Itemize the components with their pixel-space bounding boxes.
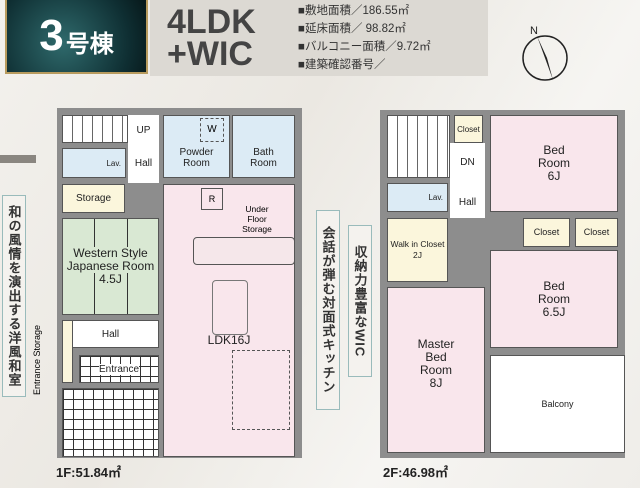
- lav-2f-label: Lav.: [428, 193, 443, 202]
- bath-label: Bath Room: [250, 147, 277, 169]
- spec-floor-area: ■延床面積／ 98.82㎡: [298, 23, 406, 35]
- washer-space: W: [200, 118, 224, 142]
- wic-size: 2J: [413, 250, 422, 260]
- kitchen-counter: [193, 237, 295, 265]
- entrance-storage-label: Entrance Storage: [32, 324, 42, 395]
- building-number: 3: [39, 11, 64, 60]
- hall-top-1f: UP Hall: [128, 115, 159, 183]
- dn-label: DN: [460, 157, 475, 168]
- callout-wic: 収納力豊富なWIC: [348, 225, 372, 377]
- stairs-1f: [62, 115, 128, 143]
- floor1-area: 1F:51.84㎡: [56, 465, 122, 480]
- wic-label: Walk in Closet: [390, 239, 445, 249]
- refrigerator: R: [201, 188, 223, 210]
- powder-label: Powder Room: [179, 147, 214, 169]
- dining-table: [212, 280, 248, 335]
- layout-line2: +WIC: [167, 35, 253, 73]
- divider: [0, 155, 36, 163]
- stairs-2f: [387, 115, 450, 178]
- toilet-1f: Lav.: [62, 148, 126, 178]
- storage-1f: Storage: [62, 184, 125, 213]
- underfloor-storage: Under Floor Storage: [242, 204, 272, 234]
- floor2-area: 2F:46.98㎡: [383, 465, 449, 480]
- spec-permit-number: ■建築確認番号／: [298, 59, 386, 71]
- layout-type: 4LDK +WIC: [167, 3, 256, 73]
- spec-balcony-area: ■バルコニー面積／9.72㎡: [298, 41, 431, 53]
- building-badge: 3 号棟: [5, 0, 148, 74]
- specs: ■敷地面積／186.55㎡ ■延床面積／ 98.82㎡ ■バルコニー面積／9.7…: [298, 2, 431, 74]
- entrance: Entrance: [79, 355, 159, 383]
- closet-2: Closet: [575, 218, 618, 247]
- japanese-label: Western Style Japanese Room: [63, 247, 158, 273]
- japanese-size: 4.5J: [99, 272, 122, 286]
- sofa: [232, 350, 290, 430]
- up-label: UP: [136, 125, 151, 136]
- balcony-label: Balcony: [541, 398, 574, 409]
- toilet-2f: Lav.: [387, 183, 448, 212]
- building-suffix: 号棟: [65, 30, 114, 58]
- bath-room: Bath Room: [232, 115, 295, 178]
- closet1-label: Closet: [533, 227, 560, 237]
- layout-line1: 4LDK: [167, 3, 256, 41]
- porch: [62, 388, 159, 457]
- hall-label: Hall: [134, 158, 153, 169]
- header-panel: [150, 0, 488, 76]
- callout-kitchen: 会話が弾む対面式キッチン: [316, 210, 340, 410]
- hall-2f: DN Hall: [450, 143, 485, 218]
- spec-site-area: ■敷地面積／186.55㎡: [298, 5, 410, 17]
- callout-japanese-room: 和の風情を演出する洋風和室: [2, 195, 26, 397]
- master-size: 8J: [429, 376, 443, 390]
- compass-icon: N: [522, 25, 568, 81]
- closet-1: Closet: [523, 218, 570, 247]
- storage-label: Storage: [75, 193, 112, 204]
- balcony: Balcony: [490, 355, 625, 453]
- hall-2f-label: Hall: [458, 197, 477, 208]
- hall-bottom-label: Hall: [101, 328, 120, 340]
- bed2-size: 6.5J: [542, 304, 566, 319]
- compass-n: N: [530, 25, 538, 37]
- closet-small-label: Closet: [457, 124, 480, 134]
- lav-label: Lav.: [106, 158, 121, 168]
- ldk: LDK16J: [163, 184, 295, 457]
- master-label: Master Bed Room: [417, 337, 455, 377]
- ldk-label: LDK16J: [207, 333, 251, 347]
- bed1-label: Bed Room: [537, 143, 570, 170]
- closet-small-2f: Closet: [454, 115, 483, 143]
- bed1-size: 6J: [547, 169, 561, 183]
- bed2-label: Bed Room: [537, 278, 570, 306]
- hall-bottom-1f: Hall: [62, 320, 159, 348]
- powder-room: Powder Room: [163, 115, 230, 178]
- entrance-storage: [62, 320, 73, 383]
- entrance-label: Entrance: [98, 363, 140, 375]
- closet2-label: Closet: [583, 227, 610, 237]
